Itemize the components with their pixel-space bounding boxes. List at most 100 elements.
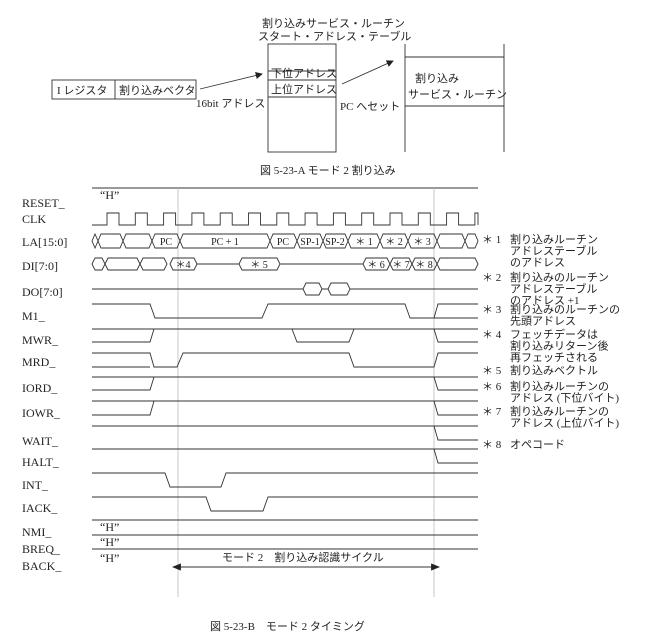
note-text: 割り込みのルーチン bbox=[510, 270, 609, 284]
address-16bit-label: 16bit アドレス bbox=[196, 98, 265, 110]
signal-label: MRD_ bbox=[22, 355, 56, 369]
la-value: ＊ 1 bbox=[355, 237, 373, 248]
signal-label: MWR_ bbox=[22, 333, 59, 347]
mwr-wave bbox=[92, 328, 478, 343]
back-high: “H” bbox=[100, 551, 119, 565]
note-text: のアドレス +1 bbox=[510, 295, 579, 307]
signal-label: INT_ bbox=[22, 478, 49, 492]
la-value: SP-1 bbox=[300, 237, 319, 248]
interrupt-vector-label: 割り込みベクタ bbox=[119, 83, 196, 97]
mrd-wave bbox=[92, 352, 478, 368]
la-bus bbox=[464, 233, 479, 249]
nmi-breq-lines bbox=[92, 519, 478, 550]
note-mark: ＊ 6 bbox=[482, 381, 502, 393]
di-value: ＊ 7 bbox=[392, 260, 410, 271]
breq-high: “H” bbox=[100, 535, 119, 549]
signal-label: M1_ bbox=[22, 309, 46, 323]
note-text: 先頭アドレス bbox=[510, 315, 576, 328]
signal-label: LA[15:0] bbox=[22, 235, 67, 249]
note-text: 割り込みルーチン bbox=[510, 232, 598, 246]
note-text: アドレス (下位バイト) bbox=[510, 391, 619, 405]
signal-label: HALT_ bbox=[22, 455, 60, 469]
lower-address-label: 下位アドレス bbox=[271, 66, 337, 80]
note-text: アドレステーブル bbox=[510, 244, 597, 258]
signal-label: DI[7:0] bbox=[22, 259, 58, 273]
service-routine-block: 割り込み サービス・ルーチン bbox=[404, 44, 507, 152]
figure-b-caption: 図 5-23-B モード 2 タイミング bbox=[210, 619, 365, 633]
arrow-icon bbox=[199, 71, 263, 90]
note-mark: ＊ 3 bbox=[482, 304, 502, 316]
i-register-box bbox=[51, 79, 197, 100]
la-value: PC bbox=[160, 237, 173, 248]
di-bus bbox=[104, 257, 141, 271]
di-bus bbox=[91, 257, 106, 271]
note-text: アドレステーブル bbox=[510, 282, 597, 296]
m1-wave bbox=[92, 303, 478, 319]
note-text: アドレス (上位バイト) bbox=[510, 416, 619, 430]
note-text: 割り込みリターン後 bbox=[510, 339, 608, 353]
note-text: 割り込みルーチンの bbox=[510, 404, 609, 418]
note-mark: ＊ 2 bbox=[482, 272, 501, 284]
signal-label: BACK_ bbox=[22, 559, 62, 573]
i-register-label: I レジスタ bbox=[57, 84, 107, 97]
wait-wave bbox=[92, 425, 478, 441]
di-value: ＊ 5 bbox=[250, 260, 268, 271]
iowr-wave bbox=[92, 400, 478, 416]
note-mark: ＊ 7 bbox=[482, 406, 502, 418]
note-mark: ＊ 8 bbox=[482, 439, 502, 451]
iack-wave bbox=[92, 496, 478, 512]
signal-label: BREQ_ bbox=[22, 542, 61, 556]
arrow-icon bbox=[341, 60, 394, 85]
note-text: のアドレス bbox=[510, 257, 565, 269]
note-mark: ＊ 5 bbox=[482, 365, 502, 377]
bus-labels: PC PC + 1 PC SP-1 SP-2 ＊ 1 ＊ 2 ＊ 3 ＊4 ＊ 5 ＊ 6 ＊ 7 ＊ … bbox=[160, 237, 433, 271]
halt-wave bbox=[92, 448, 478, 464]
di-bus bbox=[139, 257, 168, 271]
note-text: 割り込みのルーチンの bbox=[510, 302, 620, 316]
vector-table bbox=[267, 43, 337, 153]
di-bus bbox=[436, 257, 479, 271]
cycle-label: モード 2 割り込み認識サイクル bbox=[222, 550, 384, 564]
signal-label: DO[7:0] bbox=[22, 285, 63, 299]
la-value: PC bbox=[277, 237, 290, 248]
routine-label-1: 割り込み bbox=[415, 71, 459, 85]
di-value: ＊4 bbox=[176, 260, 191, 271]
iord-wave bbox=[92, 376, 478, 391]
reset-high: “H” bbox=[100, 188, 119, 202]
table-title-2: スタート・アドレス・テーブル bbox=[258, 29, 411, 43]
signal-labels: RESET_CLKLA[15:0]DI[7:0]DO[7:0]M1_MWR_MR… bbox=[22, 196, 67, 573]
la-value: ＊ 2 bbox=[385, 237, 403, 248]
figure-b: RESET_CLKLA[15:0]DI[7:0]DO[7:0]M1_MWR_MR… bbox=[22, 187, 620, 633]
signal-label: WAIT_ bbox=[22, 434, 59, 448]
la-bus bbox=[436, 233, 466, 249]
la-bus bbox=[97, 233, 124, 249]
signal-label: NMI_ bbox=[22, 525, 52, 539]
nmi-high: “H” bbox=[100, 520, 119, 534]
int-wave bbox=[92, 472, 478, 488]
la-value: ＊ 3 bbox=[413, 237, 431, 248]
signal-label: IORD_ bbox=[22, 381, 58, 395]
la-value: SP-2 bbox=[325, 237, 344, 248]
note-text: 再フェッチされる bbox=[510, 351, 598, 364]
note-text: 割り込みベクトル bbox=[510, 363, 598, 377]
signal-label: RESET_ bbox=[22, 196, 66, 210]
table-title-1: 割り込みサービス・ルーチン bbox=[262, 16, 405, 30]
note-text: オペコード bbox=[510, 438, 565, 451]
routine-label-2: サービス・ルーチン bbox=[408, 88, 507, 101]
note-text: フェッチデータは bbox=[510, 327, 598, 341]
note-text: 割り込みルーチンの bbox=[510, 379, 609, 393]
la-bus bbox=[122, 233, 153, 249]
note-mark: ＊ 1 bbox=[482, 234, 501, 246]
clk-wave bbox=[92, 212, 479, 226]
la-value: PC + 1 bbox=[211, 237, 239, 248]
note-mark: ＊ 4 bbox=[482, 329, 502, 341]
di-value: ＊ 8 bbox=[415, 260, 433, 271]
do-bus bbox=[327, 282, 351, 296]
di-value: ＊ 6 bbox=[367, 260, 385, 271]
signal-label: IOWR_ bbox=[22, 406, 61, 420]
do-bus bbox=[302, 282, 323, 296]
signal-label: IACK_ bbox=[22, 501, 58, 515]
waveforms bbox=[91, 212, 479, 550]
figure-a-caption: 図 5-23-A モード 2 割り込み bbox=[260, 163, 396, 177]
